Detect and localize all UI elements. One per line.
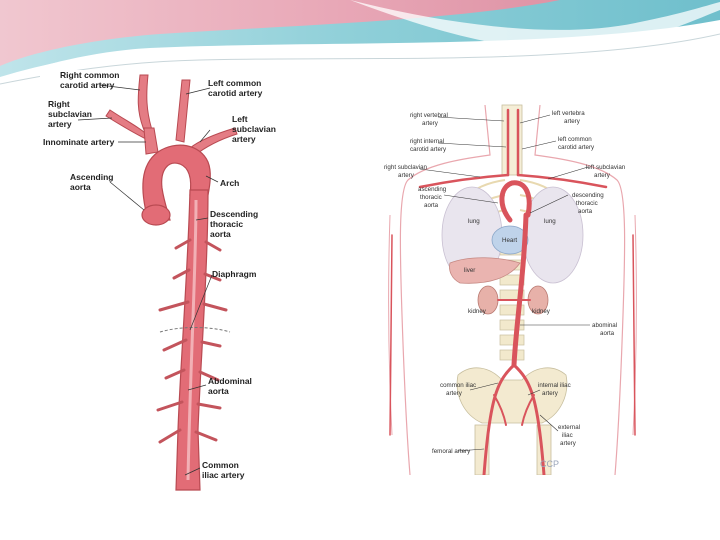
label-lung-right: lung xyxy=(544,218,556,225)
label-kidney-left: kidney xyxy=(468,308,487,315)
label-innominate: Innominate artery xyxy=(43,137,115,147)
label-diaphragm: Diaphragm xyxy=(212,269,257,279)
watermark: CCP xyxy=(540,459,559,469)
label-lung-left: lung xyxy=(468,218,480,225)
label-liver: liver xyxy=(464,267,475,274)
label-heart: Heart xyxy=(502,237,517,244)
label-femoral: femoral artery xyxy=(432,448,471,455)
aortic-root xyxy=(142,205,170,225)
label-kidney-right: kidney xyxy=(532,308,551,315)
lung-right-shape xyxy=(523,187,583,283)
label-arch: Arch xyxy=(220,178,239,188)
